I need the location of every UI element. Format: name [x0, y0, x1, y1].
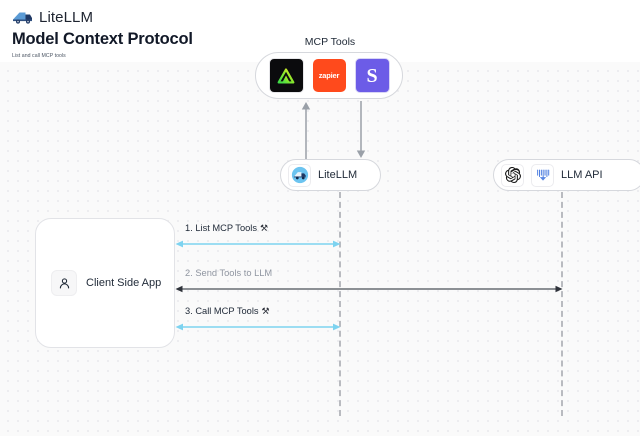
openai-icon: [501, 163, 524, 187]
message-3: 3. Call MCP Tools ⚒: [175, 305, 341, 334]
client-side-app-label: Client Side App: [86, 277, 162, 289]
message-1-arrow: [175, 239, 341, 249]
node-litellm-label: LiteLLM: [318, 169, 358, 181]
lifeline-llm-api: [561, 192, 563, 416]
node-litellm[interactable]: LiteLLM: [280, 159, 381, 191]
zapier-wordmark: zapier: [318, 71, 340, 80]
node-llm-api-label: LLM API: [561, 169, 603, 181]
mcp-tools-label: MCP Tools: [304, 36, 356, 48]
black-triangle-tool-icon[interactable]: [268, 58, 304, 93]
message-1: 1. List MCP Tools ⚒: [175, 222, 341, 251]
arrow-mcp-to-litellm-down: [355, 100, 367, 160]
lifeline-litellm: [339, 192, 341, 416]
page-title: Model Context Protocol: [12, 30, 193, 48]
zapier-tool-icon[interactable]: zapier: [312, 59, 346, 92]
brand: LiteLLM: [12, 7, 93, 27]
client-side-app-box[interactable]: Client Side App: [35, 218, 175, 348]
supabase-s-tool-icon[interactable]: S: [354, 58, 390, 93]
message-3-label: 3. Call MCP Tools ⚒: [185, 305, 270, 316]
node-llm-api[interactable]: LLM API: [493, 159, 640, 191]
mcp-tools-box: zapier S: [255, 52, 403, 99]
message-3-arrow: [175, 322, 341, 332]
supabase-s-letter: S: [366, 64, 378, 87]
brand-name: LiteLLM: [39, 8, 94, 26]
arrow-litellm-to-mcp-up: [300, 100, 312, 160]
hammer-and-wrench-icon: ⚒: [261, 305, 270, 316]
diagram-canvas: MCP Tools: [0, 36, 640, 436]
user-icon: [51, 270, 77, 296]
hammer-and-wrench-icon: ⚒: [260, 222, 269, 233]
message-2: 2. Send Tools to LLM: [175, 268, 563, 296]
anthropic-icon: [531, 163, 554, 187]
litellm-truck-icon: [288, 163, 311, 187]
message-2-label: 2. Send Tools to LLM: [185, 268, 273, 278]
litellm-truck-icon: [12, 9, 33, 25]
message-2-arrow: [175, 284, 563, 294]
message-1-label: 1. List MCP Tools ⚒: [185, 222, 269, 233]
page-subtitle: List and call MCP tools: [12, 53, 66, 59]
